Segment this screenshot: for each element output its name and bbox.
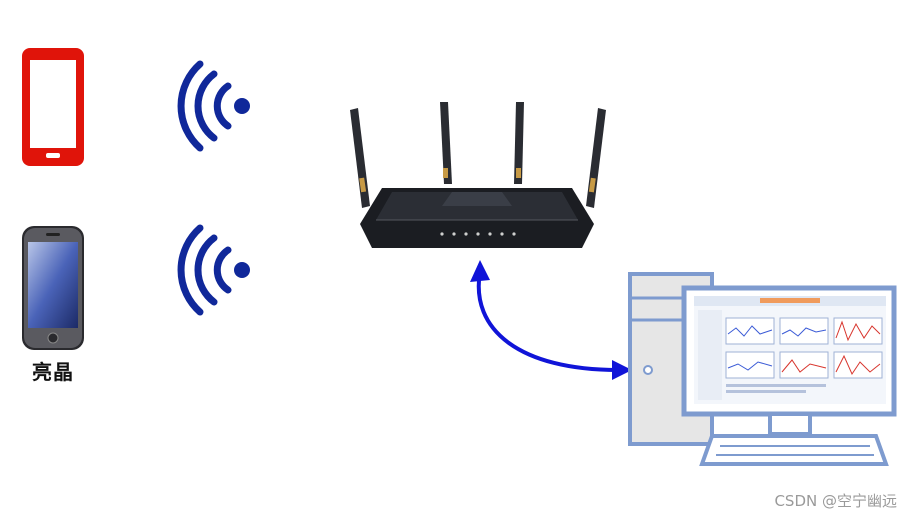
wifi-signal-icon [177, 224, 256, 316]
wifi-signal-icon [177, 60, 256, 152]
router-icon [342, 96, 622, 256]
desktop-computer-icon [620, 268, 900, 478]
smartphone-icon [16, 222, 90, 354]
phone-icon [18, 44, 88, 170]
device-label: 亮晶 [32, 360, 74, 384]
two-way-arrow-icon [440, 250, 660, 390]
watermark: CSDN @空宁幽远 [774, 492, 897, 510]
